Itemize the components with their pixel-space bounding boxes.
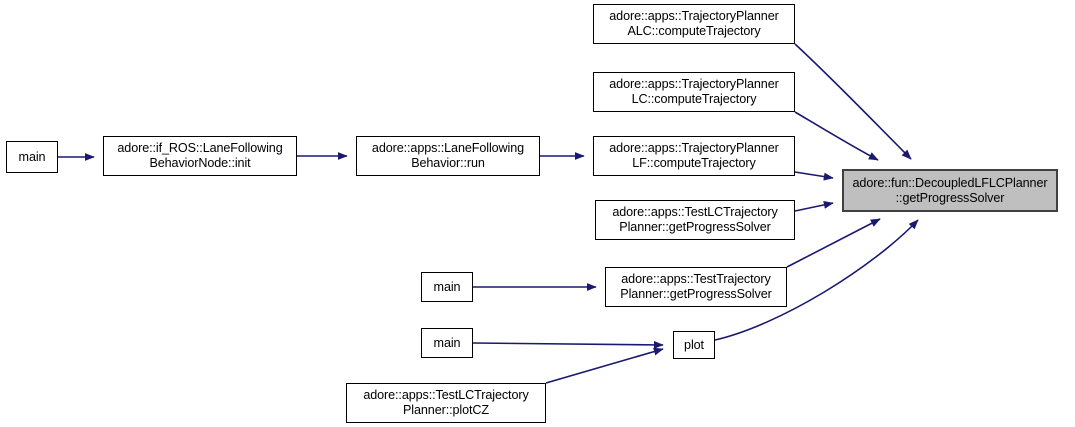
graph-node-label: adore::apps::TestTrajectory Planner::get… [620,272,772,301]
graph-node-decoupled_lflc_planner_get_progress_solver[interactable]: adore::fun::DecoupledLFLCPlanner ::getPr… [842,169,1058,212]
graph-node-trajectory_planner_lc_compute[interactable]: adore::apps::TrajectoryPlanner LC::compu… [593,72,795,112]
graph-node-plot[interactable]: plot [673,331,715,359]
graph-node-label: adore::if_ROS::LaneFollowing BehaviorNod… [117,141,283,170]
graph-node-trajectory_planner_lf_compute[interactable]: adore::apps::TrajectoryPlanner LF::compu… [593,136,795,176]
graph-node-label: adore::apps::TrajectoryPlanner LF::compu… [609,141,779,170]
graph-node-label: main [18,149,46,164]
graph-node-label: adore::apps::TestLCTrajectory Planner::g… [612,205,778,234]
graph-node-trajectory_planner_alc_compute[interactable]: adore::apps::TrajectoryPlanner ALC::comp… [593,4,795,44]
graph-node-lane_following_behavior_node_init[interactable]: adore::if_ROS::LaneFollowing BehaviorNod… [103,136,297,176]
graph-node-main_mid_lower[interactable]: main [421,328,473,358]
graph-node-lane_following_behavior_run[interactable]: adore::apps::LaneFollowing Behavior::run [356,136,540,176]
graph-node-label: adore::apps::TrajectoryPlanner ALC::comp… [609,9,779,38]
graph-node-main_mid_upper[interactable]: main [421,272,473,302]
graph-node-label: main [433,335,461,350]
graph-node-main_left[interactable]: main [6,141,58,173]
call-edge [794,111,879,161]
call-edge [545,347,664,384]
call-edge [786,218,881,268]
call-edge [794,200,834,212]
graph-node-label: main [433,279,461,294]
graph-node-test_trajectory_planner_get_progress_solver[interactable]: adore::apps::TestTrajectory Planner::get… [605,267,787,307]
graph-node-test_lc_trajectory_planner_plot_cz[interactable]: adore::apps::TestLCTrajectory Planner::p… [346,383,546,423]
graph-node-label: plot [684,337,704,352]
call-edge [794,43,912,160]
graph-node-label: adore::apps::TrajectoryPlanner LC::compu… [609,77,779,106]
call-edge [794,171,834,181]
graph-node-test_lc_trajectory_planner_get_progress_solver[interactable]: adore::apps::TestLCTrajectory Planner::g… [595,200,795,240]
graph-node-label: adore::apps::LaneFollowing Behavior::run [371,141,525,170]
graph-node-label: adore::apps::TestLCTrajectory Planner::p… [363,388,529,417]
graph-node-label: adore::fun::DecoupledLFLCPlanner ::getPr… [852,175,1048,205]
call-edge [472,340,664,349]
